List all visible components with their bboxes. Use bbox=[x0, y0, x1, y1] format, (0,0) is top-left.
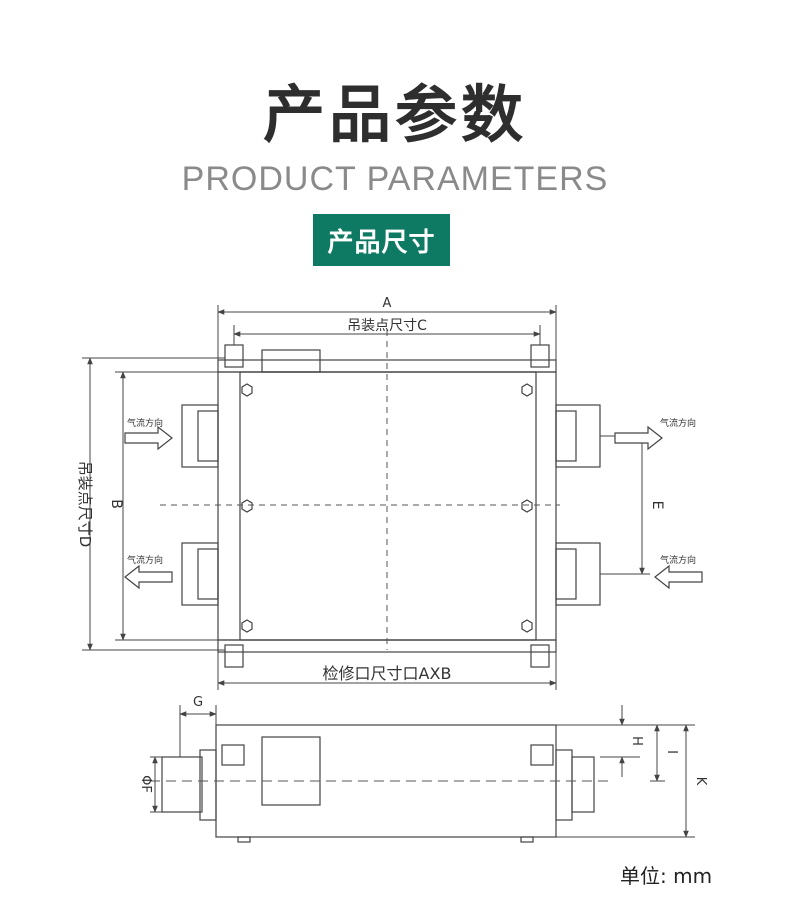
hanger-bracket-tr bbox=[530, 344, 550, 368]
duct-left-top bbox=[181, 404, 219, 468]
airflow-arrow-left-in bbox=[124, 425, 173, 451]
airflow-label-1: 气流方向 bbox=[127, 417, 163, 429]
unit-value: mm bbox=[673, 864, 713, 888]
airflow-label-4: 气流方向 bbox=[660, 554, 696, 566]
airflow-label-2: 气流方向 bbox=[127, 554, 163, 566]
hanger-bracket-bl bbox=[224, 644, 244, 668]
dim-a-label: A bbox=[383, 296, 392, 311]
page-subtitle: PRODUCT PARAMETERS bbox=[181, 160, 609, 198]
dim-i-label: I bbox=[664, 750, 679, 754]
hanger-bracket-tl bbox=[224, 344, 244, 368]
dim-f-label: ΦF bbox=[138, 775, 153, 793]
dim-d-label: 吊装点尺寸D bbox=[76, 461, 94, 548]
airflow-arrow-right-in bbox=[654, 564, 703, 590]
top-view bbox=[181, 344, 601, 668]
duct-right-bottom bbox=[555, 542, 601, 606]
side-view bbox=[161, 724, 595, 843]
duct-right-top bbox=[555, 404, 601, 468]
dim-c-label: 吊装点尺寸C bbox=[347, 318, 427, 334]
dim-b-label: B bbox=[108, 499, 124, 509]
unit-note: 单位: mm bbox=[620, 860, 712, 889]
airflow-label-3: 气流方向 bbox=[660, 417, 696, 429]
duct-left-bottom bbox=[181, 542, 219, 606]
dim-k-label: K bbox=[693, 777, 708, 786]
airflow-arrow-left-out bbox=[124, 564, 173, 590]
section-badge: 产品尺寸 bbox=[313, 214, 450, 266]
service-opening-label: 检修口尺寸口AXB bbox=[323, 664, 452, 683]
page-title: 产品参数 bbox=[262, 78, 527, 151]
hanger-bracket-br bbox=[530, 644, 550, 668]
side-control-box bbox=[261, 736, 321, 806]
dim-e-label: E bbox=[649, 501, 665, 510]
dim-h-label: H bbox=[629, 736, 644, 746]
unit-label: 单位: bbox=[620, 864, 667, 888]
airflow-arrow-right-out bbox=[614, 425, 663, 451]
dim-g-label: G bbox=[193, 695, 203, 710]
control-box bbox=[261, 349, 321, 373]
